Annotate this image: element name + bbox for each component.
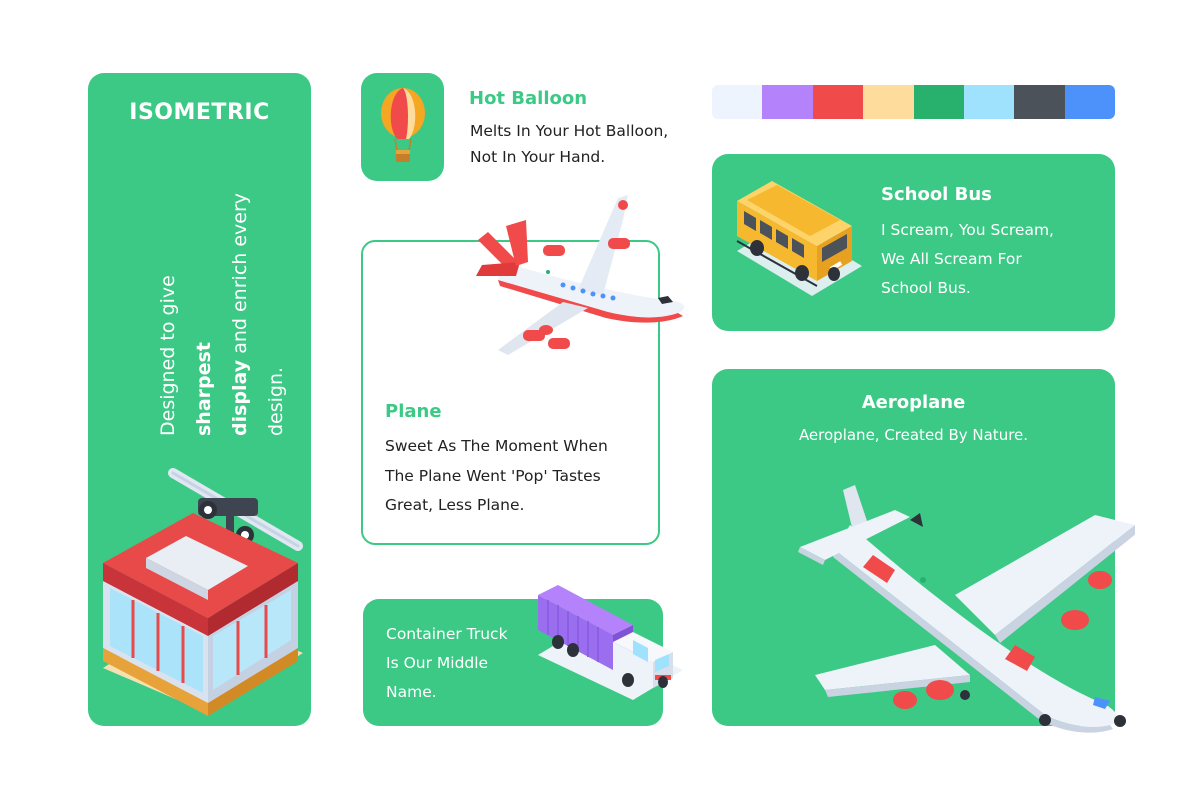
color-swatch [963, 85, 1015, 119]
color-swatch [1064, 85, 1115, 119]
school-bus-description: I Scream, You Scream, We All Scream For … [881, 216, 1101, 303]
tagline-line-1: Designed to give sharpest [157, 275, 215, 436]
truck-desc-line-2: Is Our Middle [386, 654, 489, 672]
hot-balloon-icon [381, 88, 425, 162]
panel-tagline: Designed to give sharpest display and en… [150, 176, 287, 436]
color-swatch [1014, 85, 1065, 119]
school-bus-icon [736, 181, 862, 296]
container-truck-description: Container Truck Is Our Middle Name. [386, 620, 536, 707]
school-bus-desc-line-1: I Scream, You Scream, [881, 221, 1054, 239]
hot-balloon-tile [361, 73, 444, 181]
aeroplane-icon [798, 485, 1135, 733]
plane-desc-line-3: Great, Less Plane. [385, 496, 525, 514]
school-bus-desc-line-3: School Bus. [881, 279, 971, 297]
tagline-line-3: design. [265, 366, 287, 436]
plane-icon [476, 195, 685, 355]
truck-desc-line-3: Name. [386, 683, 437, 701]
truck-desc-line-1: Container Truck [386, 625, 508, 643]
panel-title: ISOMETRIC [129, 100, 270, 125]
aeroplane-description: Aeroplane, Created By Nature. [798, 426, 1029, 444]
aeroplane-title: Aeroplane [861, 392, 966, 413]
hot-balloon-desc-line-2: Not In Your Hand. [470, 148, 606, 166]
container-truck-icon [538, 585, 683, 700]
school-bus-title: School Bus [881, 184, 992, 205]
color-swatch [863, 85, 914, 119]
color-palette [712, 85, 1115, 119]
plane-desc-line-1: Sweet As The Moment When [385, 437, 608, 455]
tagline-line-2: display and enrich every [229, 192, 251, 436]
hot-balloon-description: Melts In Your Hot Balloon, Not In Your H… [470, 118, 700, 170]
school-bus-card: School Bus I Scream, You Scream, We All … [712, 154, 1115, 331]
isometric-panel: ISOMETRIC Designed to give sharpest disp… [88, 73, 311, 726]
hot-balloon-title: Hot Balloon [469, 88, 588, 109]
plane-description: Sweet As The Moment When The Plane Went … [385, 432, 645, 521]
color-swatch [913, 85, 964, 119]
plane-desc-line-2: The Plane Went 'Pop' Tastes [385, 466, 601, 485]
school-bus-desc-line-2: We All Scream For [881, 250, 1022, 268]
color-swatch [712, 85, 763, 119]
cable-car-icon [103, 468, 303, 716]
plane-title: Plane [385, 401, 442, 422]
color-swatch [812, 85, 864, 119]
hot-balloon-desc-line-1: Melts In Your Hot Balloon, [470, 122, 669, 140]
color-swatch [762, 85, 813, 119]
